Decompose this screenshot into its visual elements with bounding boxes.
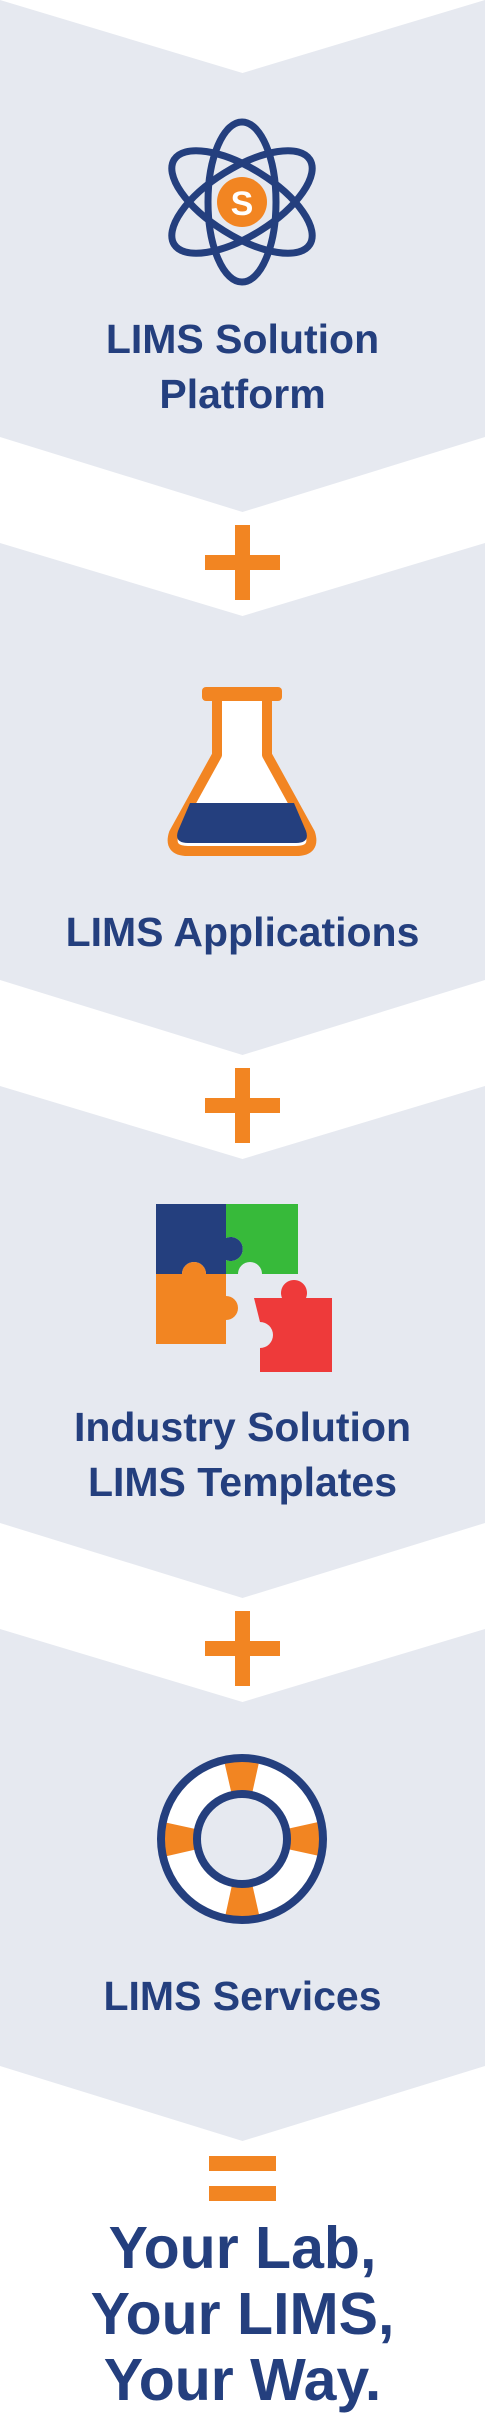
label-line: LIMS Templates [87, 1459, 398, 1505]
tagline-line: Your Lab, [108, 2215, 377, 2281]
label-line: LIMS Services [103, 1973, 382, 2019]
block-industry-solution-templates: Industry Solution LIMS Templates [0, 1086, 485, 1598]
plus-icon [205, 1068, 280, 1143]
block-label: LIMS Applications [0, 905, 485, 960]
flask-icon [167, 687, 317, 856]
block-label: LIMS Services [0, 1969, 485, 2024]
label-line: LIMS Applications [65, 909, 420, 955]
block-lims-applications: LIMS Applications [0, 543, 485, 1055]
block-lims-services: LIMS Services [0, 1629, 485, 2141]
block-lims-solution-platform: S LIMS Solution Platform [0, 0, 485, 512]
equals-icon [209, 2156, 276, 2201]
plus-icon [205, 1611, 280, 1686]
atom-letter: S [231, 185, 254, 223]
atom-s-icon: S [168, 118, 316, 286]
puzzle-icon [156, 1204, 332, 1372]
tagline: Your Lab, Your LIMS, Your Way. [0, 2215, 485, 2413]
tagline-line: Your LIMS, [90, 2281, 395, 2347]
plus-icon [205, 525, 280, 600]
block-label: LIMS Solution Platform [0, 312, 485, 422]
label-line: Platform [159, 371, 326, 417]
label-line: LIMS Solution [105, 316, 380, 362]
block-label: Industry Solution LIMS Templates [0, 1400, 485, 1510]
label-line: Industry Solution [73, 1404, 412, 1450]
tagline-line: Your Way. [103, 2347, 382, 2413]
lifebuoy-icon [157, 1754, 327, 1924]
